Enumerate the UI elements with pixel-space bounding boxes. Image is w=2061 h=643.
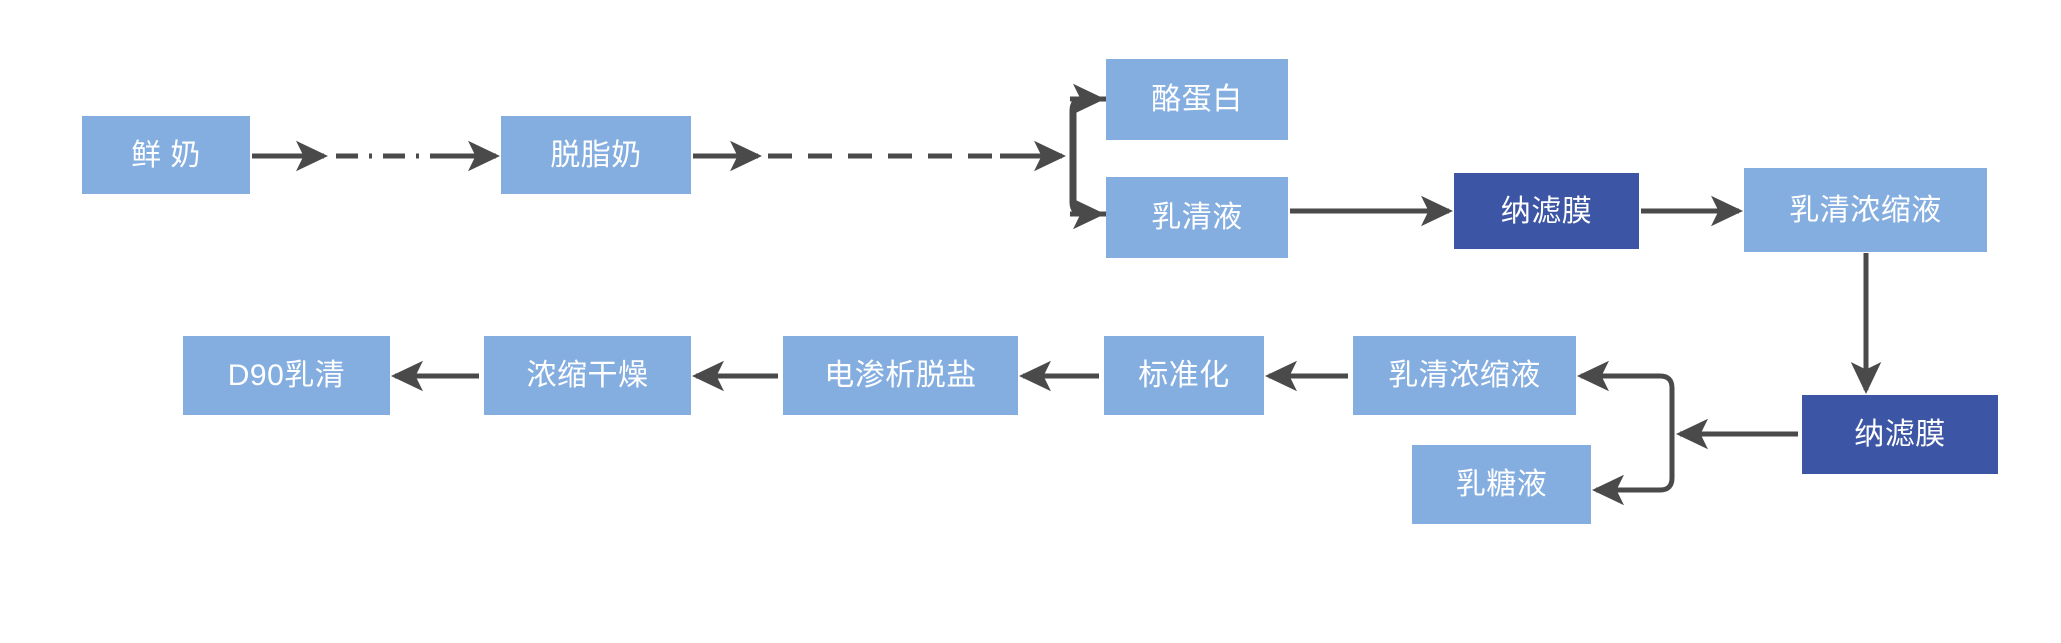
node-label: D90乳清 xyxy=(227,359,346,392)
node-label: 鲜 奶 xyxy=(131,138,201,172)
node-ed-desalting[interactable]: 电渗析脱盐 xyxy=(783,336,1018,415)
node-whey-concentrate-2[interactable]: 乳清浓缩液 xyxy=(1353,336,1576,415)
node-whey-concentrate-1[interactable]: 乳清浓缩液 xyxy=(1744,168,1987,252)
node-lactose-liquid[interactable]: 乳糖液 xyxy=(1412,445,1591,524)
node-skim-milk[interactable]: 脱脂奶 xyxy=(501,116,691,194)
node-label: 纳滤膜 xyxy=(1854,418,1946,451)
node-label: 电渗析脱盐 xyxy=(824,359,977,392)
node-label: 乳清液 xyxy=(1151,201,1243,234)
node-nf-membrane-2[interactable]: 纳滤膜 xyxy=(1802,395,1998,474)
node-casein[interactable]: 酪蛋白 xyxy=(1106,59,1288,140)
node-concentrate-dry[interactable]: 浓缩干燥 xyxy=(484,336,691,415)
node-label: 乳糖液 xyxy=(1455,468,1548,501)
node-standardization[interactable]: 标准化 xyxy=(1104,336,1264,415)
edge-split-bracket-1 xyxy=(1070,96,1088,217)
node-whey-liquid[interactable]: 乳清液 xyxy=(1106,177,1288,258)
node-label: 乳清浓缩液 xyxy=(1789,193,1942,227)
node-label: 标准化 xyxy=(1138,359,1230,392)
node-label: 浓缩干燥 xyxy=(526,359,649,392)
node-label: 乳清浓缩液 xyxy=(1388,359,1541,392)
node-nf-membrane-1[interactable]: 纳滤膜 xyxy=(1454,173,1639,249)
node-label: 纳滤膜 xyxy=(1500,194,1593,228)
node-fresh-milk[interactable]: 鲜 奶 xyxy=(82,116,250,194)
node-label: 脱脂奶 xyxy=(550,138,642,172)
node-label: 酪蛋白 xyxy=(1151,83,1243,116)
edge-split-bracket-2 xyxy=(1620,373,1675,493)
node-d90-whey[interactable]: D90乳清 xyxy=(183,336,390,415)
